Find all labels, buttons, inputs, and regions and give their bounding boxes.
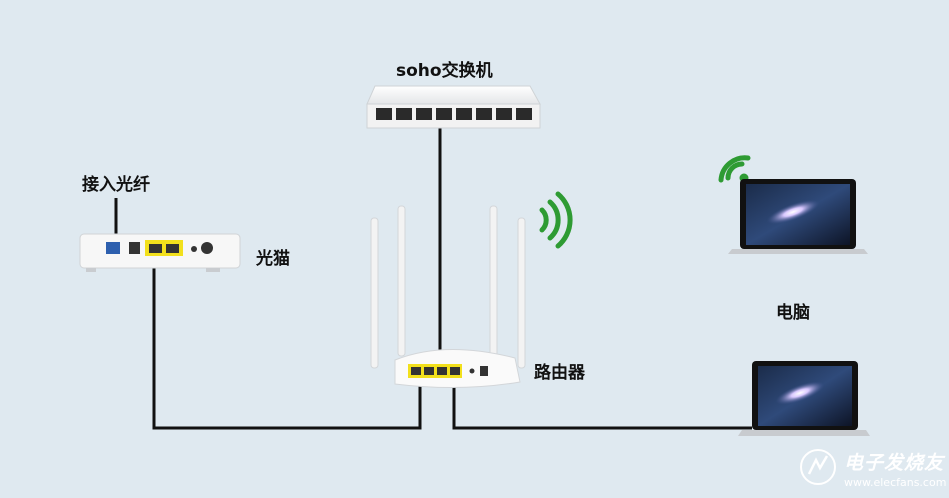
cable-router-laptop (452, 382, 752, 430)
wifi-signal-icon (539, 191, 573, 249)
watermark-url: www.elecfans.com (844, 476, 947, 489)
wifi-router (370, 205, 526, 389)
laptop (738, 361, 870, 436)
cable-modem-router (152, 255, 422, 430)
modem-label: 光猫 (256, 249, 290, 269)
pc-label: 电脑 (776, 303, 810, 323)
switch-label: soho交换机 (396, 61, 493, 81)
laptop (728, 179, 868, 254)
cables (114, 125, 752, 430)
fiber-label: 接入光纤 (82, 175, 150, 195)
elecfans-logo-icon (800, 449, 836, 485)
optical-modem (79, 233, 241, 272)
switch-device (366, 85, 541, 129)
watermark-name: 电子发烧友 (844, 452, 945, 474)
watermark: 电子发烧友 www.elecfans.com (800, 448, 946, 489)
router-label: 路由器 (534, 363, 585, 383)
wifi-signal-icon (718, 155, 751, 183)
